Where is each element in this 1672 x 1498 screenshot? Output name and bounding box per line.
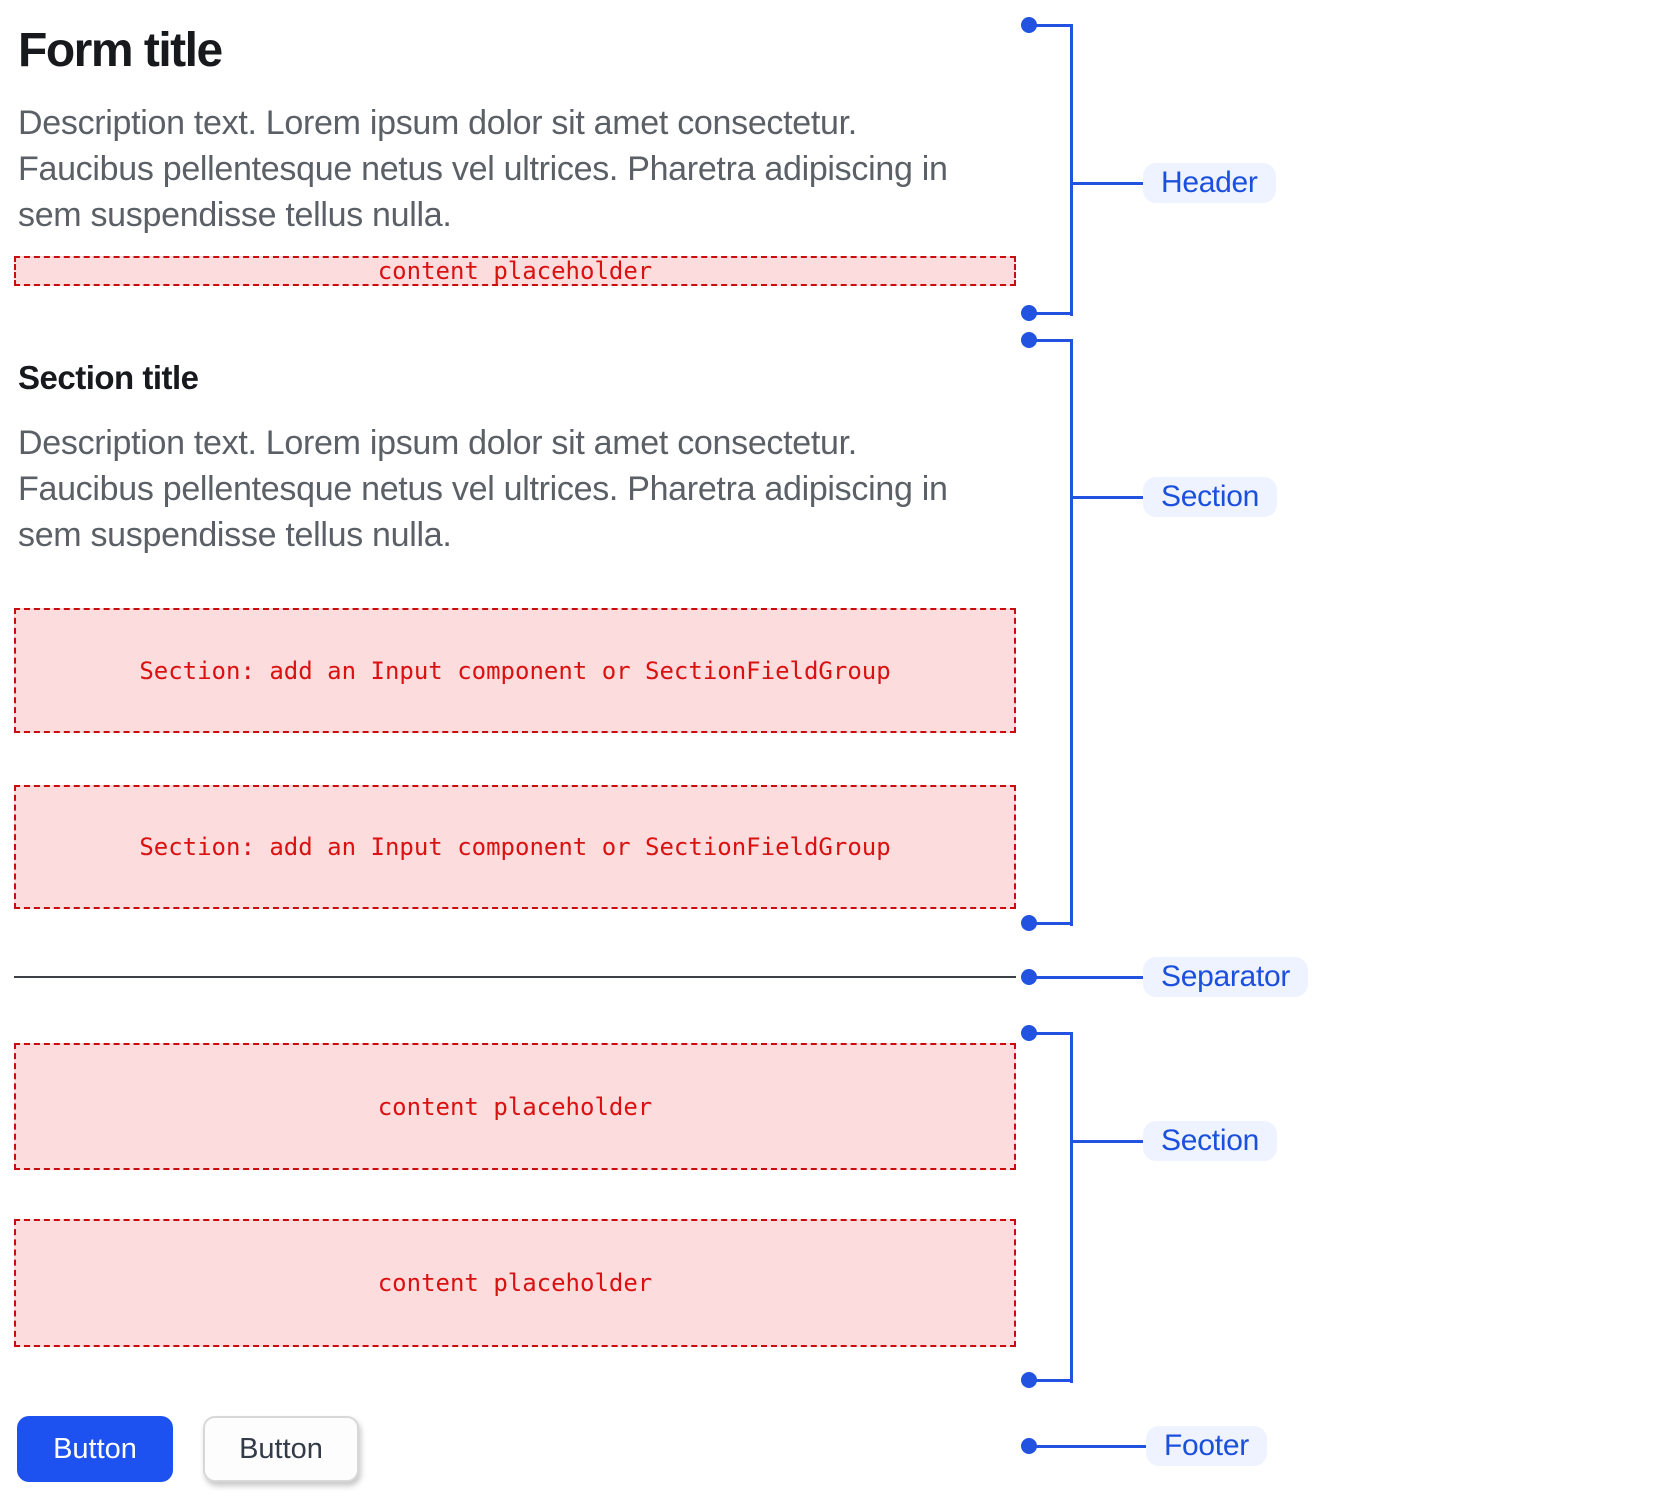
section2-bracket-top-dot (1021, 1025, 1037, 1041)
section-input-placeholder: Section: add an Input component or Secti… (14, 785, 1016, 909)
section-bracket-top-stub (1032, 339, 1072, 342)
header-connector (1072, 182, 1143, 185)
form-description-line: Description text. Lorem ipsum dolor sit … (18, 104, 857, 142)
section-bracket-spine (1070, 339, 1073, 926)
placeholder-text: content placeholder (377, 1092, 653, 1121)
section-bracket-bottom-dot (1021, 915, 1037, 931)
section-bracket-bottom-stub (1032, 922, 1072, 925)
form-description-line: sem suspendisse tellus nulla. (18, 196, 452, 234)
placeholder-text: content placeholder (377, 257, 653, 285)
form-description: Description text. Lorem ipsum dolor sit … (18, 100, 978, 238)
section-label: Section (1143, 477, 1277, 517)
section2-bracket-bottom-dot (1021, 1372, 1037, 1388)
placeholder-text: Section: add an Input component or Secti… (139, 656, 891, 685)
separator-connector (1035, 976, 1143, 979)
secondary-button[interactable]: Button (203, 1416, 359, 1482)
section-input-placeholder: Section: add an Input component or Secti… (14, 608, 1016, 733)
section-description: Description text. Lorem ipsum dolor sit … (18, 420, 978, 558)
footer-connector (1035, 1445, 1146, 1448)
section-description-line: Description text. Lorem ipsum dolor sit … (18, 424, 857, 462)
section2-connector (1072, 1140, 1143, 1143)
header-bracket-bottom-dot (1021, 305, 1037, 321)
section2-bracket-bottom-stub (1032, 1379, 1072, 1382)
footer-label: Footer (1146, 1426, 1267, 1466)
section2-bracket-spine (1070, 1032, 1073, 1383)
primary-button[interactable]: Button (17, 1416, 173, 1482)
placeholder-text: content placeholder (377, 1269, 653, 1297)
section-description-line: sem suspendisse tellus nulla. (18, 516, 452, 554)
header-bracket-top-stub (1032, 24, 1072, 27)
header-bracket-bottom-stub (1032, 312, 1072, 315)
section2-content-placeholder: content placeholder (14, 1043, 1016, 1170)
section-description-line: Faucibus pellentesque netus vel ultrices… (18, 470, 948, 508)
section2-label: Section (1143, 1121, 1277, 1161)
separator-label: Separator (1143, 957, 1309, 997)
footer-dot (1021, 1438, 1037, 1454)
section-connector (1072, 496, 1143, 499)
header-content-placeholder: content placeholder (14, 256, 1016, 286)
form-description-line: Faucibus pellentesque netus vel ultrices… (18, 150, 948, 188)
section-title: Section title (18, 359, 199, 396)
section2-content-placeholder: content placeholder (14, 1219, 1016, 1347)
separator-rule (14, 976, 1016, 978)
form-title: Form title (18, 24, 223, 77)
placeholder-text: Section: add an Input component or Secti… (139, 833, 891, 861)
header-label: Header (1143, 163, 1276, 203)
header-bracket-spine (1070, 24, 1073, 316)
header-bracket-top-dot (1021, 17, 1037, 33)
section2-bracket-top-stub (1032, 1032, 1072, 1035)
separator-dot (1021, 969, 1037, 985)
section-bracket-top-dot (1021, 332, 1037, 348)
